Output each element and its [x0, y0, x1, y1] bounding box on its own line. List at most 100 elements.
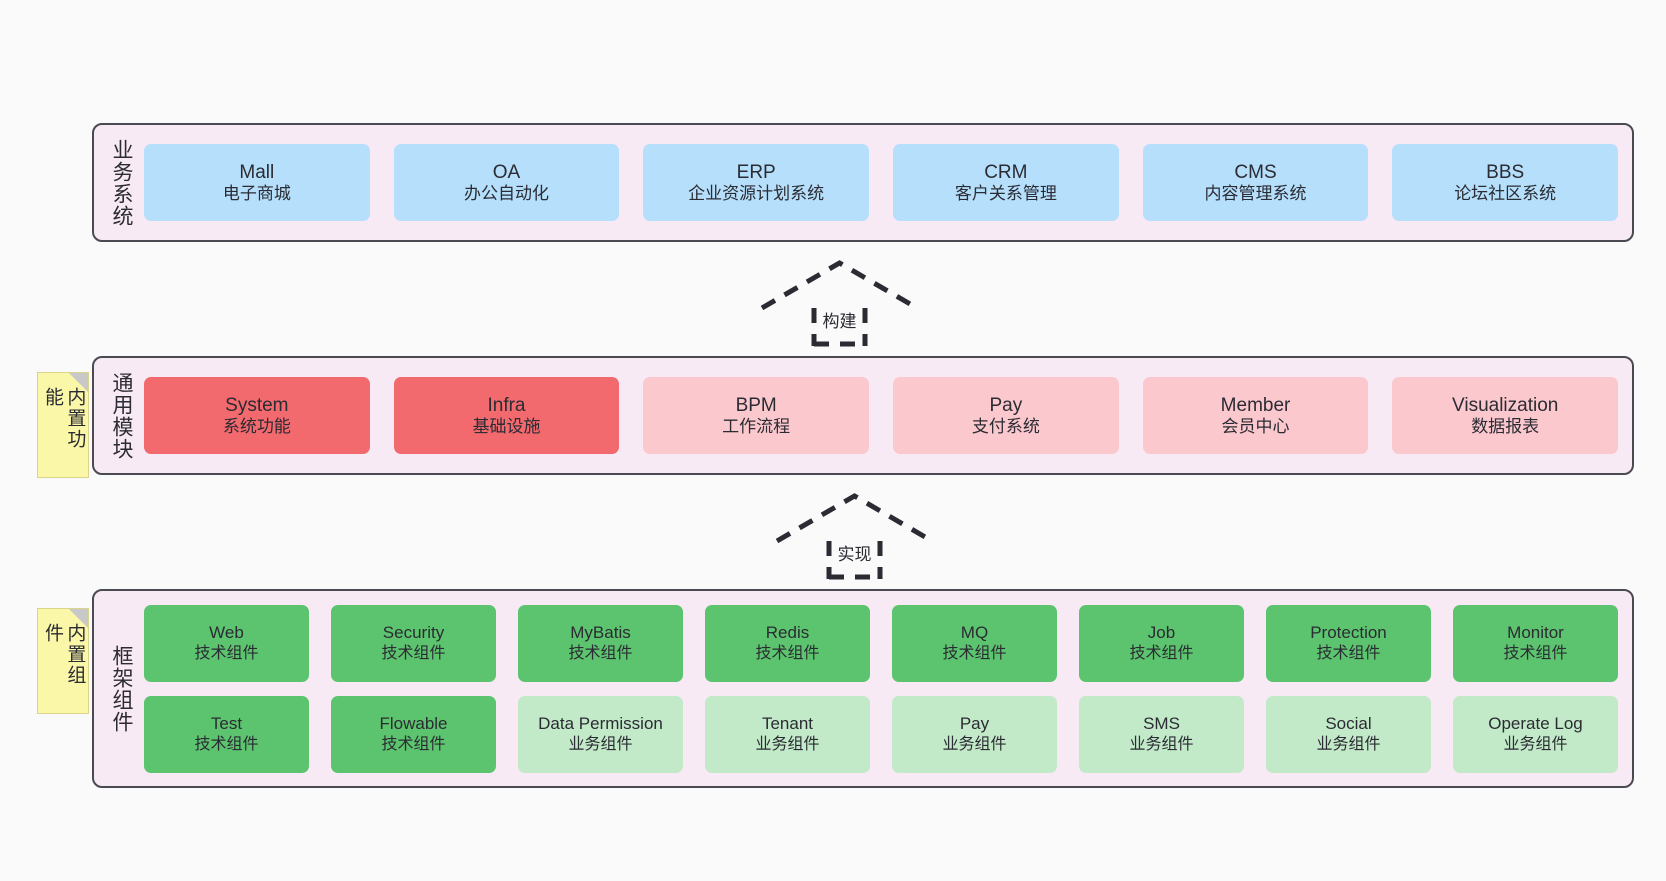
connector-build: 构建	[757, 258, 922, 347]
layer-row: Web 技术组件 Security 技术组件 MyBatis 技术组件 Redi…	[144, 604, 1618, 682]
card-title-cn: 技术组件	[194, 735, 259, 753]
card-title-cn: 业务组件	[755, 735, 820, 753]
arrow-shaft	[826, 541, 883, 580]
card-tenant[interactable]: Tenant 业务组件	[705, 695, 870, 773]
card-title-cn: 数据报表	[1471, 416, 1540, 436]
card-title-cn: 基础设施	[472, 416, 541, 436]
card-title-cn: 会员中心	[1221, 416, 1290, 436]
note-label: 内置功能	[42, 387, 86, 450]
card-title-cn: 技术组件	[1503, 644, 1568, 662]
card-operate-log[interactable]: Operate Log 业务组件	[1453, 695, 1618, 773]
note-fold-corner	[69, 373, 88, 392]
card-title-cn: 支付系统	[971, 416, 1040, 436]
note-builtin-components: 内置组件	[37, 608, 89, 714]
card-title-en: Operate Log	[1488, 713, 1583, 733]
card-pay-module[interactable]: Pay 支付系统	[893, 377, 1119, 454]
card-protection[interactable]: Protection 技术组件	[1266, 604, 1431, 682]
card-title-en: BPM	[735, 394, 777, 416]
note-label: 内置组件	[42, 623, 86, 686]
note-fold-corner	[69, 609, 88, 628]
card-title-en: Protection	[1310, 622, 1387, 642]
card-member[interactable]: Member 会员中心	[1142, 377, 1369, 454]
layer-row: Test 技术组件 Flowable 技术组件 Data Permission …	[144, 695, 1618, 773]
layer-body-framework: Web 技术组件 Security 技术组件 MyBatis 技术组件 Redi…	[142, 597, 1620, 780]
card-title-en: Job	[1147, 622, 1176, 642]
card-title-cn: 技术组件	[942, 644, 1007, 662]
card-bpm[interactable]: BPM 工作流程	[643, 377, 870, 454]
card-title-en: Tenant	[761, 713, 814, 733]
card-title-en: System	[225, 394, 289, 416]
card-title-en: Pay	[989, 394, 1023, 416]
arrow-head-outline	[775, 493, 934, 544]
card-title-cn: 系统功能	[222, 416, 291, 436]
card-title-en: OA	[492, 161, 521, 183]
connector-realize: 实现	[772, 491, 937, 580]
card-pay-component[interactable]: Pay 业务组件	[892, 695, 1057, 773]
card-title-en: Monitor	[1507, 622, 1564, 642]
arrow-head-outline	[760, 260, 919, 311]
card-flowable[interactable]: Flowable 技术组件	[331, 695, 496, 773]
layer-framework-components: 框架组件 Web 技术组件 Security 技术组件 MyBatis 技术组件…	[92, 589, 1634, 788]
card-data-permission[interactable]: Data Permission 业务组件	[518, 695, 683, 773]
card-title-cn: 技术组件	[194, 644, 259, 662]
card-job[interactable]: Job 技术组件	[1079, 604, 1244, 682]
card-title-en: SMS	[1143, 713, 1180, 733]
card-title-cn: 业务组件	[942, 735, 1007, 753]
card-title-en: Pay	[959, 713, 990, 733]
card-test[interactable]: Test 技术组件	[144, 695, 309, 773]
arrow-shaft	[811, 308, 868, 347]
card-mall[interactable]: Mall 电子商城	[144, 144, 370, 221]
card-redis[interactable]: Redis 技术组件	[705, 604, 870, 682]
card-title-en: Social	[1325, 713, 1372, 733]
card-title-en: CRM	[984, 161, 1028, 183]
card-system[interactable]: System 系统功能	[144, 377, 370, 454]
card-security[interactable]: Security 技术组件	[331, 604, 496, 682]
layer-body-business: Mall 电子商城 OA 办公自动化 ERP 企业资源计划系统 CRM 客户关系…	[142, 131, 1620, 234]
card-title-en: Security	[382, 622, 445, 642]
card-erp[interactable]: ERP 企业资源计划系统	[643, 144, 870, 221]
card-title-cn: 技术组件	[568, 644, 633, 662]
layer-body-modules: System 系统功能 Infra 基础设施 BPM 工作流程 Pay 支付系统…	[142, 364, 1620, 467]
card-monitor[interactable]: Monitor 技术组件	[1453, 604, 1618, 682]
card-oa[interactable]: OA 办公自动化	[393, 144, 620, 221]
card-mybatis[interactable]: MyBatis 技术组件	[518, 604, 683, 682]
connector-label-build: 构建	[822, 312, 857, 331]
card-title-cn: 工作流程	[722, 416, 791, 436]
card-title-en: Infra	[487, 394, 526, 416]
card-title-en: MQ	[960, 622, 989, 642]
card-title-en: Visualization	[1452, 394, 1559, 416]
layer-title-business: 业务系统	[109, 138, 133, 227]
card-title-cn: 论坛社区系统	[1454, 183, 1557, 203]
card-title-en: Web	[209, 622, 244, 642]
layer-common-modules: 通用模块 System 系统功能 Infra 基础设施 BPM 工作流程 Pay…	[92, 356, 1634, 475]
card-title-en: Member	[1220, 394, 1291, 416]
card-title-cn: 技术组件	[1316, 644, 1381, 662]
card-title-cn: 企业资源计划系统	[688, 183, 825, 203]
card-social[interactable]: Social 业务组件	[1266, 695, 1431, 773]
card-title-cn: 内容管理系统	[1204, 183, 1307, 203]
card-visualization[interactable]: Visualization 数据报表	[1392, 377, 1619, 454]
card-title-en: BBS	[1486, 161, 1525, 183]
layer-row: Mall 电子商城 OA 办公自动化 ERP 企业资源计划系统 CRM 客户关系…	[144, 144, 1619, 221]
card-title-cn: 业务组件	[1129, 735, 1194, 753]
connector-label-realize: 实现	[837, 545, 872, 564]
card-title-cn: 技术组件	[755, 644, 820, 662]
card-title-cn: 技术组件	[1129, 644, 1194, 662]
card-title-en: Mall	[239, 161, 275, 183]
card-infra[interactable]: Infra 基础设施	[393, 377, 620, 454]
card-web[interactable]: Web 技术组件	[144, 604, 309, 682]
card-title-cn: 技术组件	[381, 735, 446, 753]
card-sms[interactable]: SMS 业务组件	[1079, 695, 1244, 773]
card-crm[interactable]: CRM 客户关系管理	[893, 144, 1119, 221]
layer-row: System 系统功能 Infra 基础设施 BPM 工作流程 Pay 支付系统…	[144, 377, 1619, 454]
card-bbs[interactable]: BBS 论坛社区系统	[1392, 144, 1619, 221]
card-title-cn: 电子商城	[222, 183, 291, 203]
card-title-cn: 业务组件	[1503, 735, 1568, 753]
card-mq[interactable]: MQ 技术组件	[892, 604, 1057, 682]
card-title-cn: 客户关系管理	[954, 183, 1057, 203]
card-title-cn: 办公自动化	[464, 183, 549, 203]
card-title-en: Redis	[765, 622, 810, 642]
card-cms[interactable]: CMS 内容管理系统	[1142, 144, 1369, 221]
card-title-en: ERP	[736, 161, 776, 183]
